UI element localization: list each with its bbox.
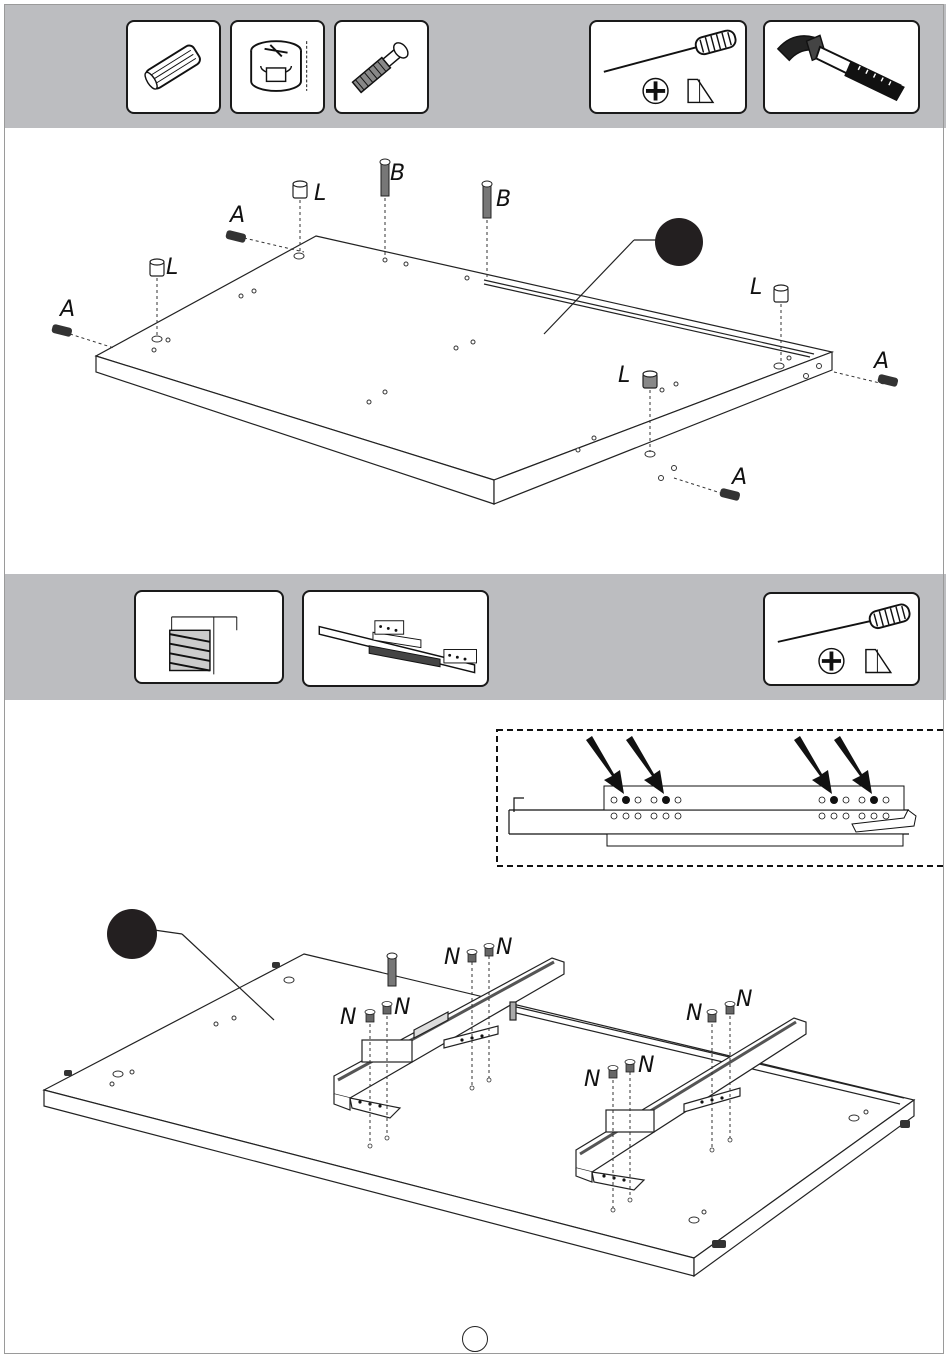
label-a: A [58,297,75,322]
part-number-callout [107,909,157,959]
dowel-part-box [126,20,221,114]
label-n: N [584,1067,600,1092]
label-b: B [390,161,405,186]
hammer-icon [765,22,918,112]
bolt-part-box [334,20,429,114]
screwdriver-icon [765,594,918,684]
label-n: N [638,1053,654,1078]
label-n: N [340,1005,356,1030]
screwdriver-tool-box [589,20,747,114]
euro-screw-part-box [134,590,284,684]
dowel-icon [128,22,219,112]
label-n: N [394,995,410,1020]
part-number-callout [655,218,703,266]
hammer-tool-box [763,20,920,114]
screwdriver-tool-box-2 [763,592,920,686]
screw-position-detail [497,730,946,866]
label-l: L [166,255,178,280]
label-a: A [730,465,747,490]
step2-diagram: N N N N N N N N [4,700,946,1354]
screwdriver-icon [591,22,745,112]
step1-assembly-panel: A A A A L L L L B B [4,128,946,574]
cam-lock-icon [232,22,323,112]
label-n: N [736,987,752,1012]
page-number [462,1326,488,1352]
drawer-runner-part-box [302,590,489,687]
label-l: L [750,275,762,300]
cam-lock-part-box [230,20,325,114]
label-l: L [314,181,326,206]
label-n: N [496,935,512,960]
label-a: A [228,203,245,228]
drawer-runner-icon [304,592,487,685]
label-n: N [444,945,460,970]
label-l: L [618,363,630,388]
step1-diagram: A A A A L L L L B B [4,128,946,574]
label-b: B [496,187,511,212]
label-a: A [872,349,889,374]
euro-screw-icon [136,592,282,682]
step2-assembly-panel: N N N N N N N N [4,700,946,1354]
label-n: N [686,1001,702,1026]
bolt-icon [336,22,427,112]
